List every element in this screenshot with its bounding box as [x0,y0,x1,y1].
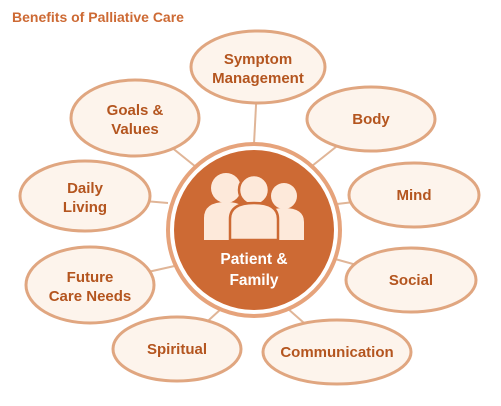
node-body: Body [305,85,437,153]
node-ellipse-body [305,85,437,153]
node-label-body-line1: Body [352,111,390,128]
center-node: Patient & Family [166,142,342,318]
node-label-goals-values-line2: Values [111,121,159,138]
diagram-title: Benefits of Palliative Care [12,9,184,25]
node-label-social-line1: Social [389,272,433,289]
node-ellipse-mind [347,161,481,229]
node-social: Social [344,246,478,314]
node-label-daily-living-line1: Daily [67,180,104,197]
node-label-communication-line1: Communication [280,344,393,361]
node-ellipse-goals-values [69,78,201,158]
node-ellipse-future-care-needs [24,245,156,325]
node-label-symptom-management-line1: Symptom [224,51,292,68]
node-goals-values: Goals & Values [69,78,201,158]
node-mind: Mind [347,161,481,229]
center-label-line2: Family [229,272,278,289]
node-ellipse-social [344,246,478,314]
family-icon [204,173,304,242]
node-label-spiritual-line1: Spiritual [147,341,207,358]
node-ellipse-symptom-management [189,29,327,105]
node-spiritual: Spiritual [111,315,243,383]
node-ellipse-communication [261,318,413,386]
node-label-mind-line1: Mind [397,187,432,204]
node-label-future-care-needs-line1: Future [67,269,114,286]
node-label-goals-values-line1: Goals & [107,102,164,119]
node-communication: Communication [261,318,413,386]
center-label-line1: Patient & [220,251,287,268]
node-label-future-care-needs-line2: Care Needs [49,288,132,305]
node-ellipse-spiritual [111,315,243,383]
node-label-symptom-management-line2: Management [212,70,304,87]
node-ellipse-daily-living [18,159,152,233]
node-label-daily-living-line2: Living [63,199,107,216]
